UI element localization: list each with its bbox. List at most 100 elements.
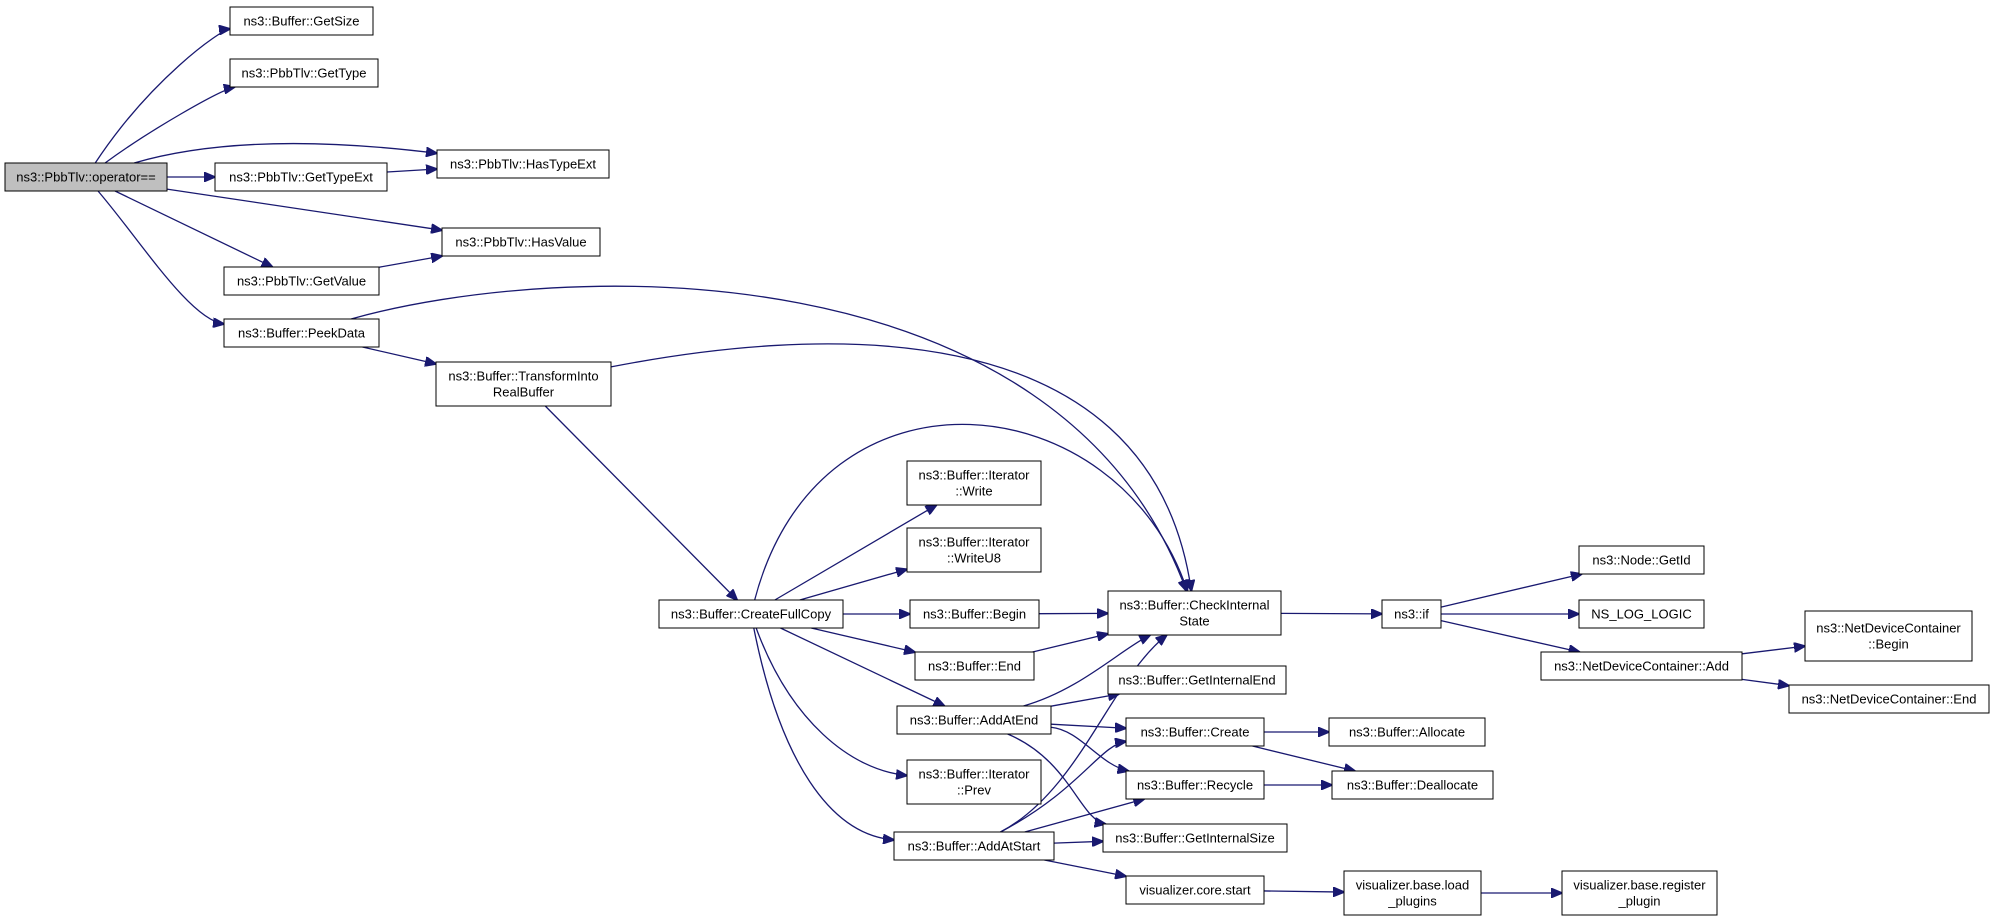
node-recycle[interactable]: ns3::Buffer::Recycle [1125, 770, 1265, 800]
edge-getTypeExt-to-hasTypeExt [386, 169, 437, 172]
edge-root-to-getSize [94, 29, 230, 164]
edge-addAtStart-to-recycle [1024, 799, 1145, 833]
node-box [914, 651, 1035, 681]
node-addAtStart[interactable]: ns3::Buffer::AddAtStart [893, 831, 1055, 861]
node-label: ns3::Buffer::AddAtStart [908, 839, 1041, 854]
node-hasValue[interactable]: ns3::PbbTlv::HasValue [441, 227, 601, 257]
node-vizRegisterPlugin[interactable]: visualizer.base.register_plugin [1561, 870, 1718, 916]
edge-createFullCopy-to-checkInternal [754, 423, 1188, 601]
node-getTypeExt[interactable]: ns3::PbbTlv::GetTypeExt [214, 162, 388, 192]
node-label: ns3::Buffer::PeekData [238, 326, 366, 341]
node-box [1343, 870, 1482, 916]
node-label: ns3::Buffer::End [928, 659, 1021, 674]
node-box [1328, 717, 1486, 747]
edge-createFullCopy-to-iterWrite [774, 505, 937, 601]
edge-nsIf-to-ndcAdd [1440, 620, 1580, 652]
node-allocate[interactable]: ns3::Buffer::Allocate [1328, 717, 1486, 747]
node-label: ns3::if [1394, 607, 1429, 622]
node-vizLoadPlugins[interactable]: visualizer.base.load_plugins [1343, 870, 1482, 916]
node-getInternalSize[interactable]: ns3::Buffer::GetInternalSize [1102, 823, 1288, 853]
node-label: ns3::NetDeviceContainer [1816, 621, 1961, 636]
node-box [1578, 545, 1705, 575]
node-box [1102, 823, 1288, 853]
node-getSize[interactable]: ns3::Buffer::GetSize [229, 6, 374, 36]
node-box [229, 58, 379, 88]
node-label: _plugins [1387, 894, 1437, 909]
node-box [1561, 870, 1718, 916]
node-create[interactable]: ns3::Buffer::Create [1125, 717, 1265, 747]
node-nsLogLogic[interactable]: NS_LOG_LOGIC [1578, 599, 1705, 629]
node-iterWrite[interactable]: ns3::Buffer::Iterator::Write [906, 460, 1042, 506]
node-hasTypeExt[interactable]: ns3::PbbTlv::HasTypeExt [436, 149, 610, 179]
node-begin[interactable]: ns3::Buffer::Begin [909, 599, 1040, 629]
node-ndcEnd[interactable]: ns3::NetDeviceContainer::End [1788, 684, 1990, 714]
node-label: ns3::PbbTlv::operator== [16, 170, 155, 185]
node-box [658, 599, 844, 629]
edge-transform-to-checkInternal [610, 343, 1191, 591]
node-createFullCopy[interactable]: ns3::Buffer::CreateFullCopy [658, 599, 844, 629]
edge-root-to-getType [104, 87, 235, 164]
edge-createFullCopy-to-iterWriteU8 [799, 569, 907, 601]
edge-addAtEnd-to-checkInternal [1023, 635, 1150, 707]
node-box [1125, 770, 1265, 800]
node-label: ns3::NetDeviceContainer::End [1802, 692, 1977, 707]
node-box [4, 162, 168, 192]
node-deallocate[interactable]: ns3::Buffer::Deallocate [1331, 770, 1494, 800]
edge-transform-to-createFullCopy [544, 405, 737, 600]
node-box [1125, 875, 1265, 905]
node-box [906, 759, 1042, 805]
node-box [441, 227, 601, 257]
node-iterPrev[interactable]: ns3::Buffer::Iterator::Prev [906, 759, 1042, 805]
node-label: ::WriteU8 [947, 551, 1001, 566]
node-getType[interactable]: ns3::PbbTlv::GetType [229, 58, 379, 88]
node-label: RealBuffer [493, 385, 555, 400]
node-box [214, 162, 388, 192]
node-root[interactable]: ns3::PbbTlv::operator== [4, 162, 168, 192]
node-vizCoreStart[interactable]: visualizer.core.start [1125, 875, 1265, 905]
node-box [1578, 599, 1705, 629]
node-nodeGetId[interactable]: ns3::Node::GetId [1578, 545, 1705, 575]
node-nsIf[interactable]: ns3::if [1381, 599, 1442, 629]
node-label: ns3::Buffer::Recycle [1137, 778, 1253, 793]
node-box [435, 361, 612, 407]
node-label: ns3::PbbTlv::GetType [241, 66, 366, 81]
node-iterWriteU8[interactable]: ns3::Buffer::Iterator::WriteU8 [906, 527, 1042, 573]
node-label: ns3::Buffer::GetSize [243, 14, 359, 29]
edge-root-to-hasTypeExt [133, 142, 437, 164]
edge-root-to-getValue [114, 190, 272, 267]
node-ndcBegin[interactable]: ns3::NetDeviceContainer::Begin [1804, 610, 1973, 662]
edges-layer [94, 29, 1805, 893]
node-box [223, 318, 380, 348]
node-box [896, 705, 1052, 735]
edge-addAtStart-to-getInternalSize [1053, 841, 1103, 843]
edge-end-to-checkInternal [1032, 634, 1108, 653]
node-label: ns3::Buffer::Iterator [918, 767, 1030, 782]
node-label: visualizer.core.start [1139, 883, 1251, 898]
node-end[interactable]: ns3::Buffer::End [914, 651, 1035, 681]
node-label: ns3::Buffer::GetInternalSize [1115, 831, 1274, 846]
node-label: ns3::Buffer::Create [1141, 725, 1250, 740]
node-box [1107, 590, 1282, 636]
node-getInternalEnd[interactable]: ns3::Buffer::GetInternalEnd [1107, 665, 1287, 695]
edge-peekData-to-transform [362, 346, 436, 364]
node-ndcAdd[interactable]: ns3::NetDeviceContainer::Add [1540, 651, 1743, 681]
node-box [229, 6, 374, 36]
node-box [906, 460, 1042, 506]
edge-root-to-peekData [97, 190, 224, 324]
edge-root-to-hasValue [166, 188, 442, 230]
node-getValue[interactable]: ns3::PbbTlv::GetValue [223, 266, 380, 296]
node-box [909, 599, 1040, 629]
node-label: visualizer.base.register [1573, 878, 1706, 893]
node-peekData[interactable]: ns3::Buffer::PeekData [223, 318, 380, 348]
node-label: ns3::NetDeviceContainer::Add [1554, 659, 1729, 674]
edge-peekData-to-checkInternal [350, 285, 1186, 591]
edge-addAtStart-to-checkInternal [1000, 635, 1167, 833]
node-addAtEnd[interactable]: ns3::Buffer::AddAtEnd [896, 705, 1052, 735]
edge-addAtStart-to-create [1000, 741, 1127, 833]
edge-createFullCopy-to-iterPrev [755, 627, 907, 776]
node-box [1107, 665, 1287, 695]
edge-ndcAdd-to-ndcBegin [1741, 646, 1805, 655]
